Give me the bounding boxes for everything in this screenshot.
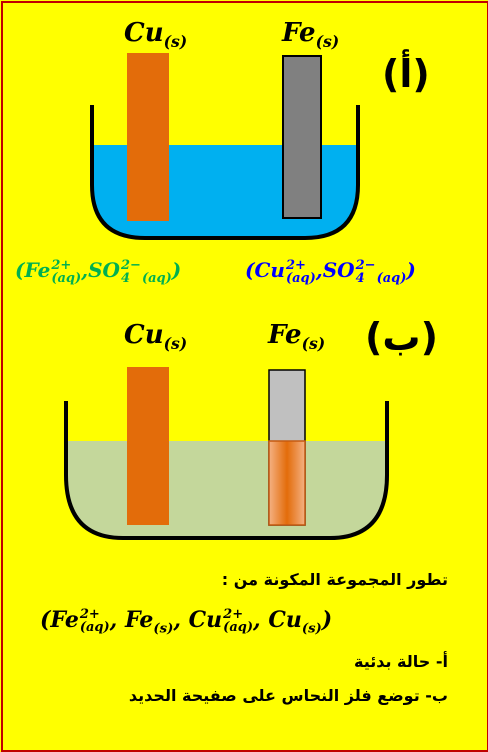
iron-label-b: Fe(s) <box>268 320 326 354</box>
beaker-b-outline <box>64 401 389 540</box>
iron-electrode-a <box>282 55 322 219</box>
copper-electrode-a <box>127 53 169 221</box>
copper-label-a: Cu(s) <box>124 18 188 52</box>
iron-label-a: Fe(s) <box>282 18 340 52</box>
caption-item-a: أ- حالة بدئية <box>353 652 448 671</box>
beaker-b <box>64 367 389 540</box>
copper-deposit-on-iron <box>268 440 306 526</box>
copper-electrode-b <box>127 367 169 525</box>
beaker-a-outline <box>90 105 360 240</box>
panel-a-label: (أ) <box>382 52 430 96</box>
panel-b-label: (ب) <box>365 315 438 359</box>
solution-b <box>66 441 387 538</box>
caption-item-b: ب- توضع فلز النحاس على صفيحة الحديد <box>128 686 448 705</box>
beaker-a <box>90 53 360 240</box>
copper-label-b: Cu(s) <box>124 320 188 354</box>
caption-title: تطور المجموعة المكونة من : <box>221 570 448 589</box>
